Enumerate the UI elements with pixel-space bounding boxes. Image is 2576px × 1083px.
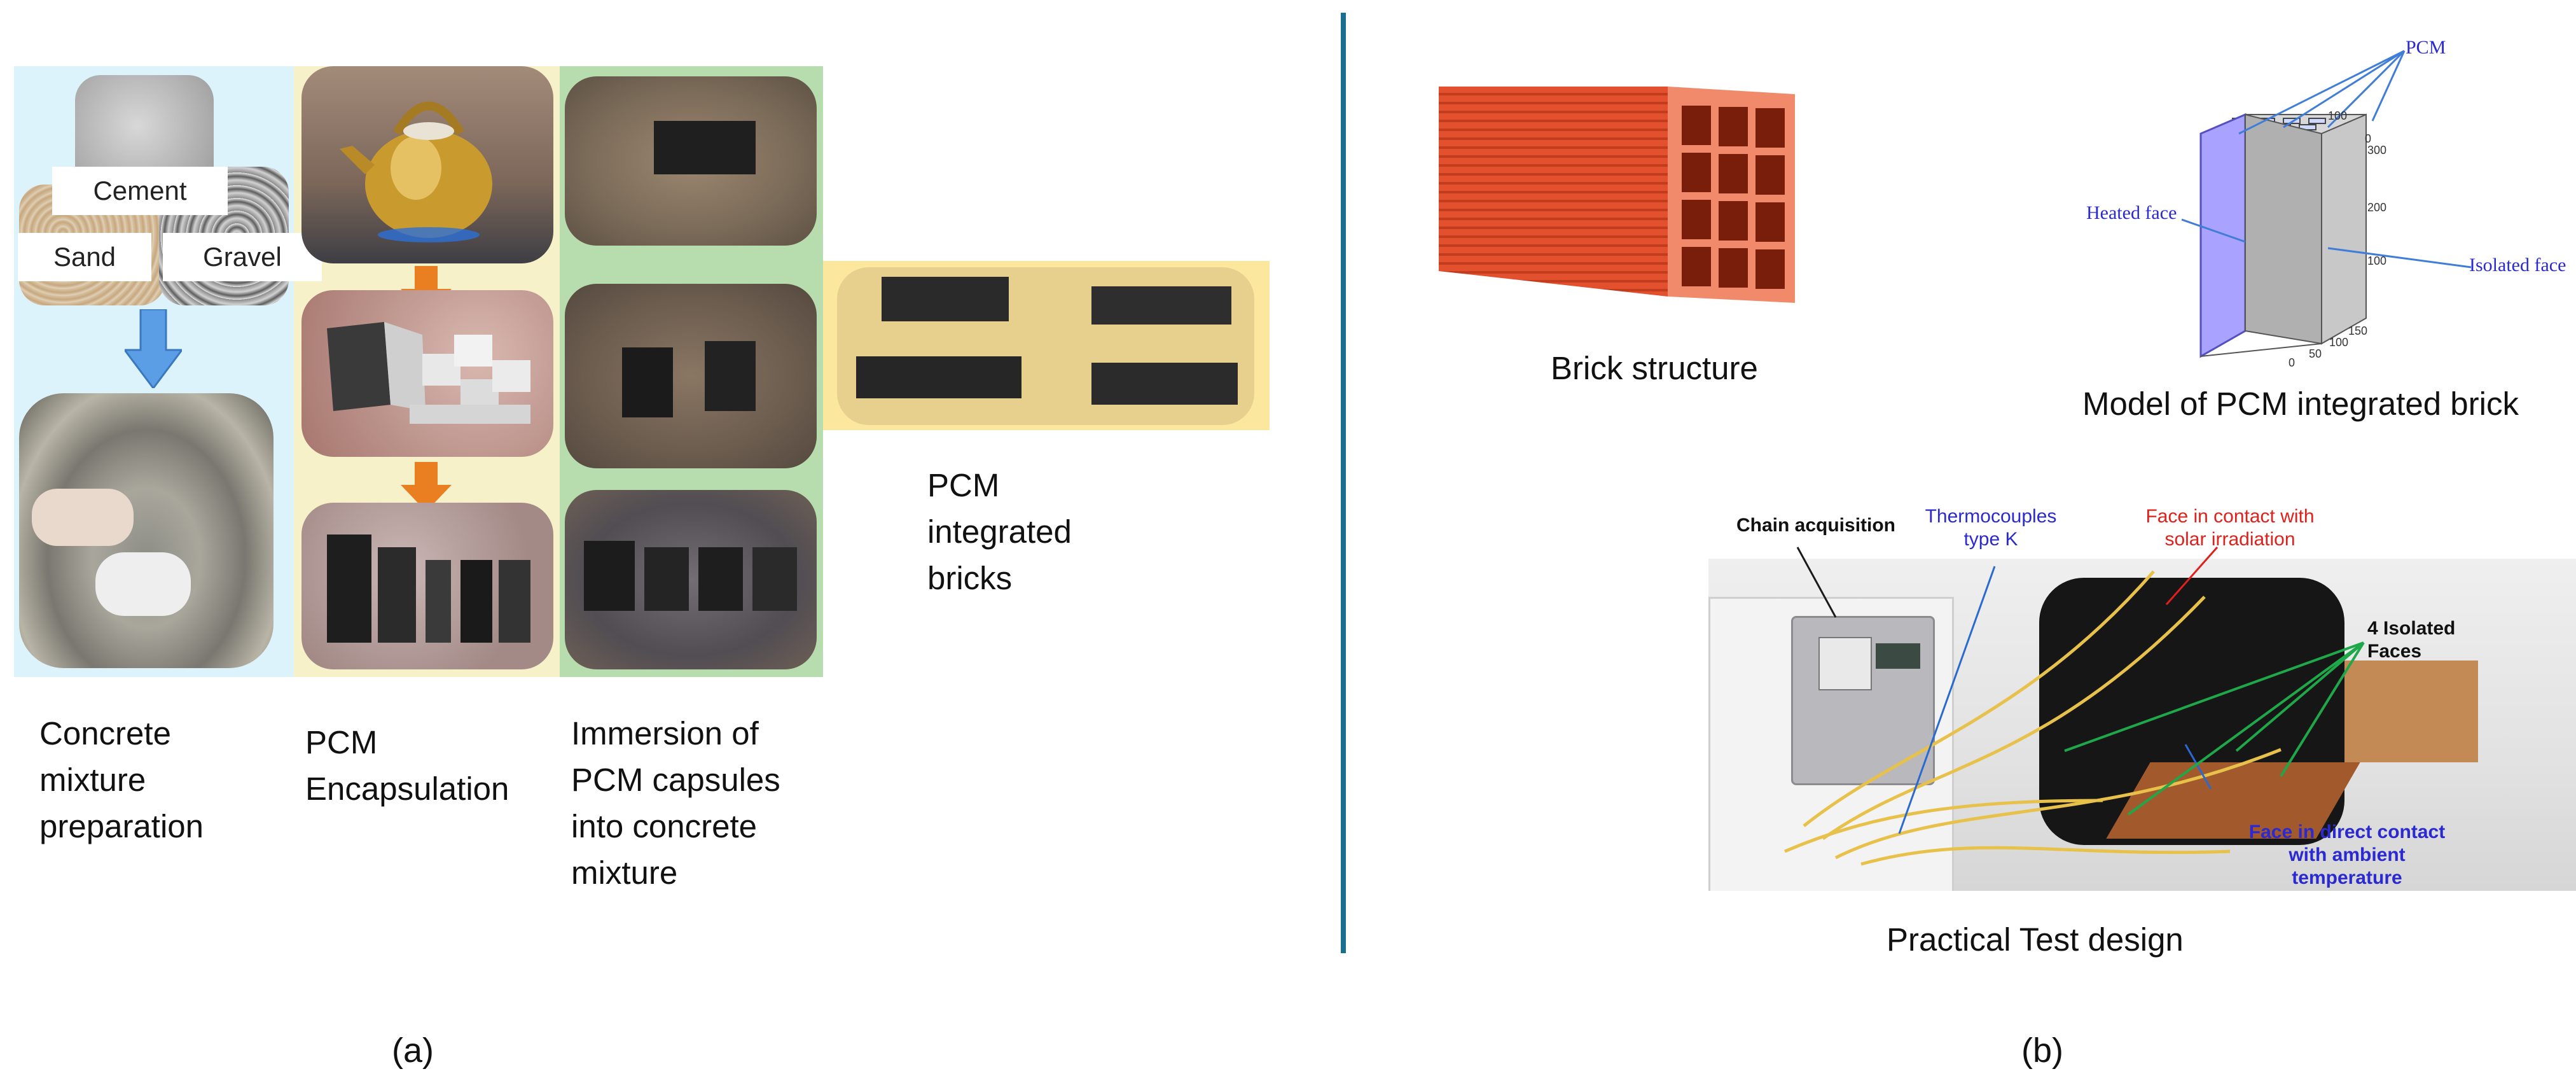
immersion-step-1-photo [565,76,817,246]
heated-face-pointer [2182,218,2246,243]
model-tick: 150 [2348,325,2368,337]
pcm-stripe [1091,286,1231,325]
model-tick: 0 [2289,356,2296,369]
pcm-stripe [1091,363,1238,405]
metal-molds-icon [327,322,530,424]
capsule-block [752,547,797,611]
pcm-molds-photo [301,290,553,457]
heated-face-label: Heated face [2086,202,2177,223]
capsule-block [644,547,689,611]
keypad [1818,637,1872,690]
model-tick: 100 [2328,109,2348,122]
pcm-integrated-bricks-photo [837,267,1254,425]
immersion-step-2-photo [565,284,817,468]
pcm-pointer-lines [2238,50,2406,135]
bricks-caption: PCM integrated bricks [927,467,1072,596]
hand-illustration [32,489,134,546]
gravel-label: Gravel [163,233,322,281]
mixing-concrete-photo [19,393,274,668]
thermocouple-wires-icon [1784,570,2282,866]
capsule-block [705,341,756,411]
isolated-faces-label: 4 Isolated Faces [2367,618,2456,662]
brick-structure-caption: Brick structure [1551,350,1758,386]
down-arrow-icon [125,309,182,388]
kettle-heating-photo [301,66,553,263]
isolated-face-label: Isolated face [2469,255,2566,276]
panel-a-label: (a) [392,1031,434,1070]
pcm-stripe [882,277,1009,321]
panel-divider [1341,13,1346,953]
pcm-capsules-photo [301,503,553,669]
model-tick: 200 [2367,201,2387,214]
chain-acquisition-label: Chain acquisition [1736,515,1896,536]
cement-label: Cement [52,167,228,215]
thermocouples-label: Thermocouples type K [1925,506,2057,550]
pcm-brick-model-icon [2199,113,2367,358]
test-design-caption: Practical Test design [1887,921,2184,958]
capsule-block [654,121,756,174]
kettle-icon [340,101,492,242]
pcm-capsules-icon [327,535,530,643]
logger-screen [1876,643,1920,669]
model-caption: Model of PCM integrated brick [2082,386,2519,422]
sand-label: Sand [18,233,151,281]
immersion-step-3-photo [565,490,817,669]
model-tick: 100 [2367,255,2387,267]
model-tick: 300 [2367,144,2387,157]
glove-illustration [95,552,191,616]
immersion-caption: Immersion of PCM capsules into concrete … [571,715,780,891]
practical-test-photo [1708,559,2576,891]
pcm-stripe [856,356,1021,398]
model-pcm-label: PCM [2406,37,2446,58]
down-arrow-icon [401,462,452,512]
isolated-face-pointer [2328,247,2472,269]
capsule-block [622,347,673,417]
capsule-block [698,547,743,611]
encapsulation-caption: PCM Encapsulation [305,724,509,807]
mixture-caption: Concrete mixture preparation [39,715,204,844]
annotation-arrows [1796,547,2365,834]
panel-b-label: (b) [2021,1031,2063,1070]
ambient-face-label: Face in direct contact with ambient temp… [2248,821,2446,888]
model-tick: 0 [2365,132,2372,145]
hollow-brick-icon [1439,87,1795,303]
solar-face-label: Face in contact with solar irradiation [2145,506,2315,550]
capsule-block [584,541,635,611]
model-tick: 50 [2309,347,2322,360]
model-tick: 100 [2329,336,2349,349]
